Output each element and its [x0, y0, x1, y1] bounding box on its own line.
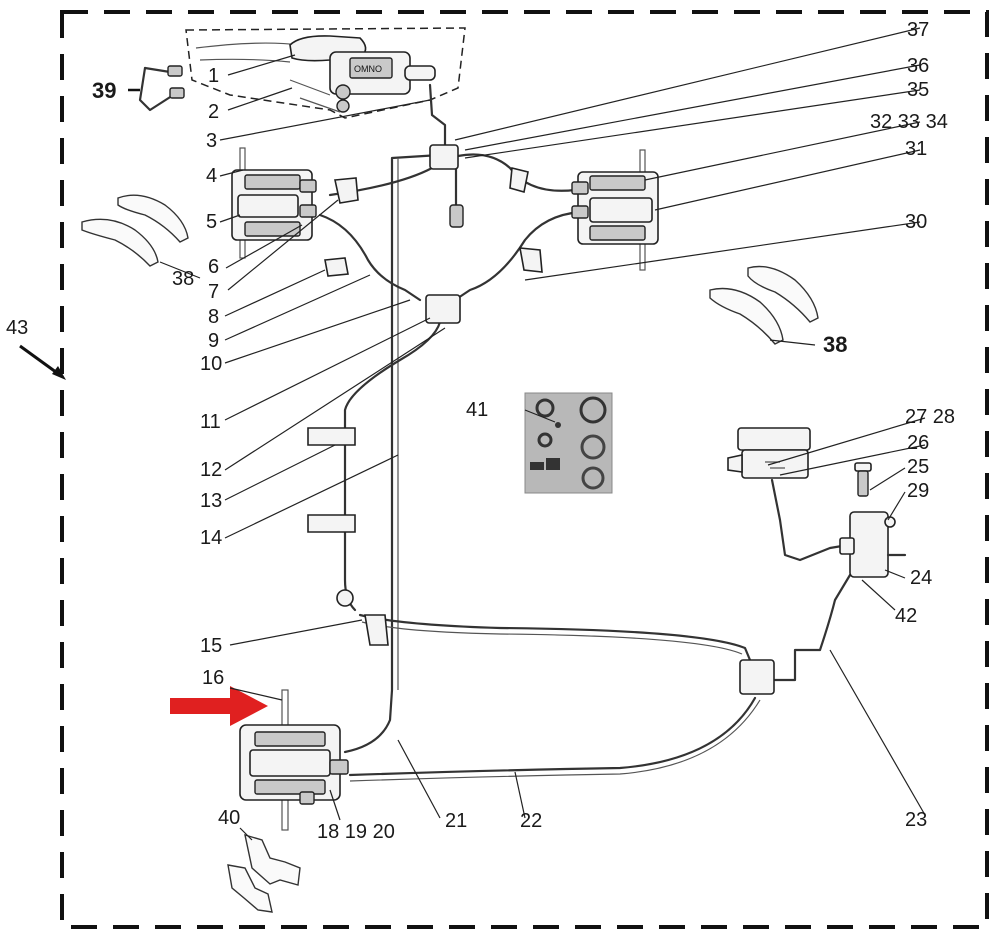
label-18-19-20: 18 19 20: [317, 821, 395, 843]
leader-lines: [159, 27, 926, 841]
bracket-39: [138, 65, 185, 112]
label-23: 23: [905, 809, 927, 831]
left-front-caliper: [231, 147, 317, 259]
label-35: 35: [907, 79, 929, 101]
label-43-arrow: [19, 344, 61, 377]
label-24: 24: [910, 567, 932, 589]
label-13: 13: [200, 490, 222, 512]
label-42: 42: [895, 605, 917, 627]
label-29: 29: [907, 480, 929, 502]
handlebar-master-cylinder: OMNO: [195, 35, 436, 113]
label-31: 31: [905, 138, 927, 160]
splitter-top: [429, 144, 459, 170]
assembly-border: [60, 10, 989, 929]
label-4: 4: [206, 165, 217, 187]
label-27-28: 27 28: [905, 406, 955, 428]
label-3: 3: [206, 130, 217, 152]
label-37: 37: [907, 19, 929, 41]
label-40: 40: [218, 807, 240, 829]
label-10: 10: [200, 353, 222, 375]
label-1: 1: [208, 65, 219, 87]
label-16: 16: [202, 667, 224, 689]
label-30: 30: [905, 211, 927, 233]
label-8: 8: [208, 306, 219, 328]
seal-kit: [524, 392, 613, 494]
highlight-arrow: [170, 686, 268, 726]
label-7: 7: [208, 281, 219, 303]
handlebar-assembly-box: [185, 27, 466, 119]
label-38-left: 38: [172, 268, 194, 290]
label-5: 5: [206, 211, 217, 233]
label-9: 9: [208, 330, 219, 352]
right-front-caliper: [571, 149, 659, 271]
callout-labels: 1 2 3 4 5 6 7 8 9 10 11 12 13 14 15 16 1…: [6, 19, 955, 843]
label-25: 25: [907, 456, 929, 478]
label-11: 11: [200, 411, 221, 433]
label-6: 6: [208, 256, 219, 278]
label-36: 36: [907, 55, 929, 77]
brake-lines: [318, 83, 852, 782]
rear-brake-pads: [227, 833, 301, 913]
rear-caliper: [239, 689, 349, 831]
master-cylinder-text: OMNO: [354, 64, 382, 74]
label-32-33-34: 32 33 34: [870, 111, 948, 133]
label-26: 26: [907, 432, 929, 454]
splitter-mid: [425, 294, 461, 324]
label-39: 39: [92, 78, 116, 103]
label-2: 2: [208, 101, 219, 123]
front-brake-pads-left: [81, 194, 189, 267]
label-38-right: 38: [823, 332, 847, 357]
line-clips: [307, 166, 543, 646]
rear-reservoir: [727, 427, 811, 479]
rear-master-cylinder: [839, 462, 907, 578]
label-21: 21: [445, 810, 467, 832]
front-brake-pads-right: [709, 265, 819, 345]
label-14: 14: [200, 527, 222, 549]
label-43: 43: [6, 317, 28, 339]
splitter-rear: [739, 659, 775, 695]
label-22: 22: [520, 810, 542, 832]
label-15: 15: [200, 635, 222, 657]
label-41: 41: [466, 399, 488, 421]
label-12: 12: [200, 459, 222, 481]
sensor: [449, 204, 464, 228]
